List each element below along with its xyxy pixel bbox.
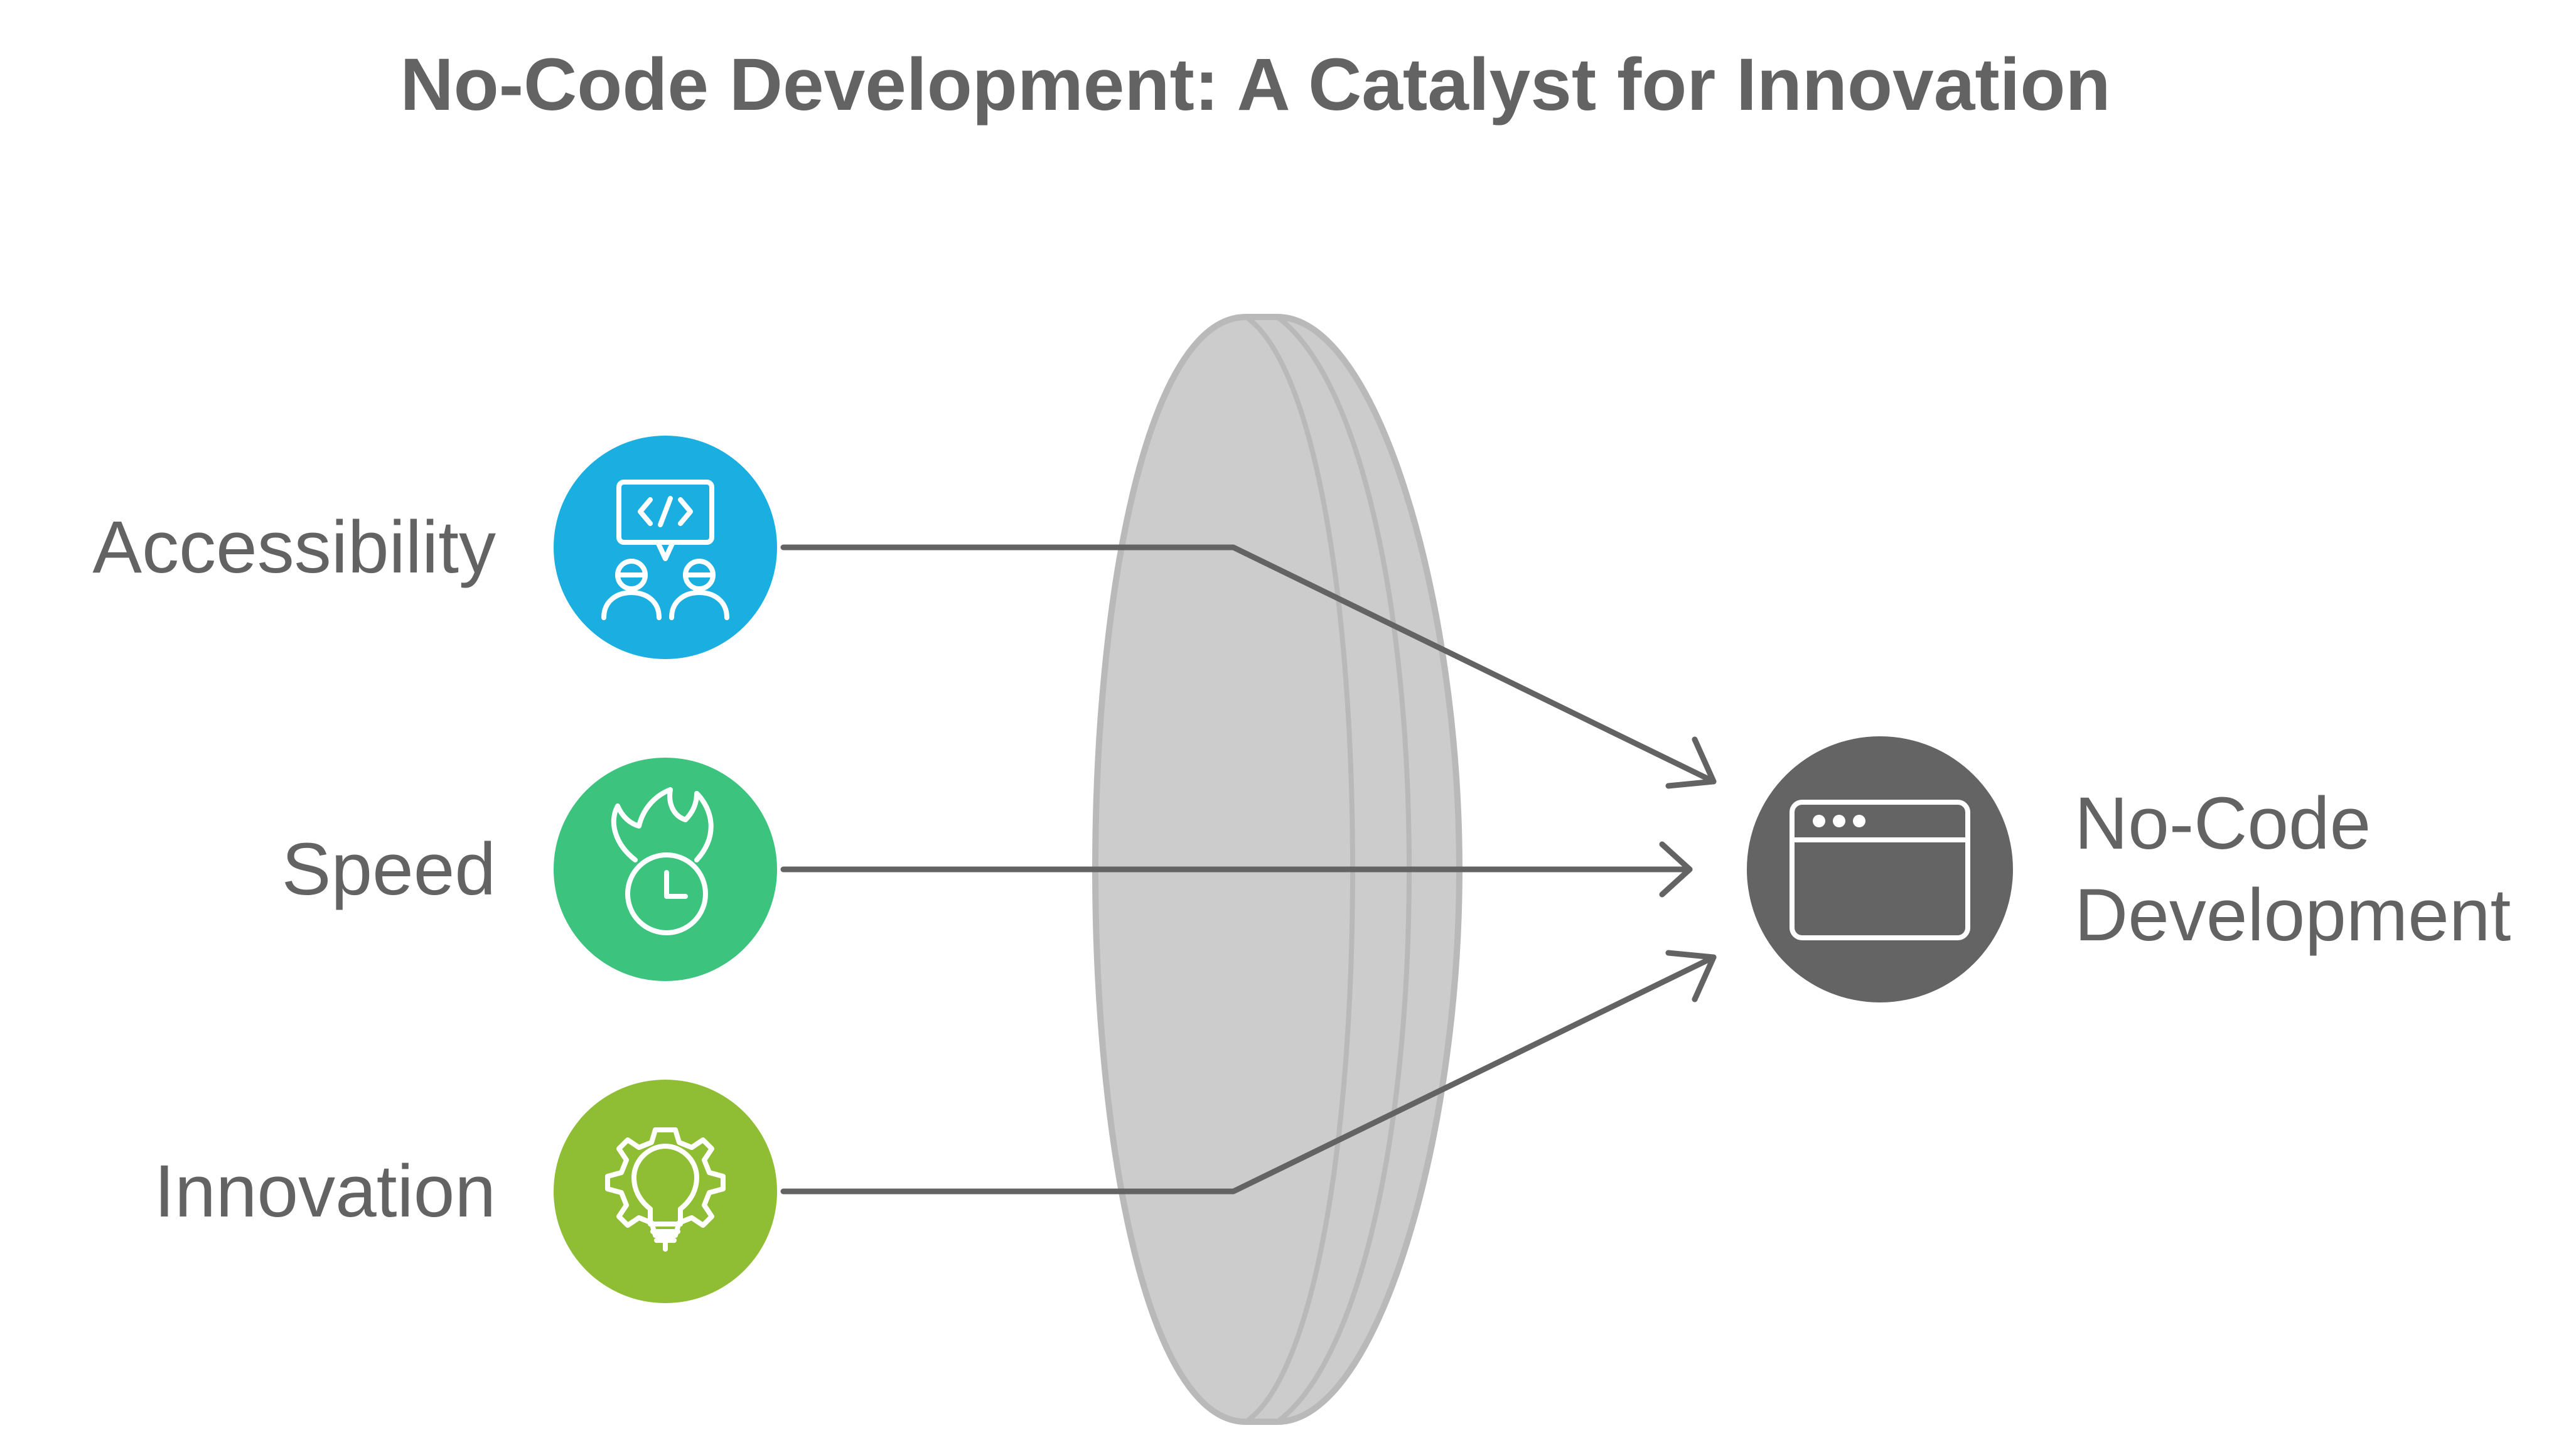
browser-window-icon (1790, 800, 1970, 940)
speed-node (554, 758, 777, 981)
input-label-innovation: Innovation (154, 1150, 496, 1233)
connector-accessibility (780, 544, 1717, 789)
connector-innovation (780, 950, 1717, 1195)
output-label-line1: No-Code (2074, 782, 2371, 865)
output-label-line2: Development (2074, 874, 2511, 957)
no-code-development-node (1747, 736, 2013, 1002)
input-label-accessibility: Accessibility (92, 506, 496, 589)
accessibility-node (554, 436, 777, 659)
fire-clock-icon (611, 787, 714, 935)
input-label-speed: Speed (282, 828, 496, 911)
connector-speed (780, 841, 1693, 898)
page-title: No-Code Development: A Catalyst for Inno… (400, 43, 2110, 126)
code-chat-people-icon (601, 480, 729, 620)
innovation-node (554, 1080, 777, 1303)
lightbulb-gear-icon (605, 1127, 726, 1252)
